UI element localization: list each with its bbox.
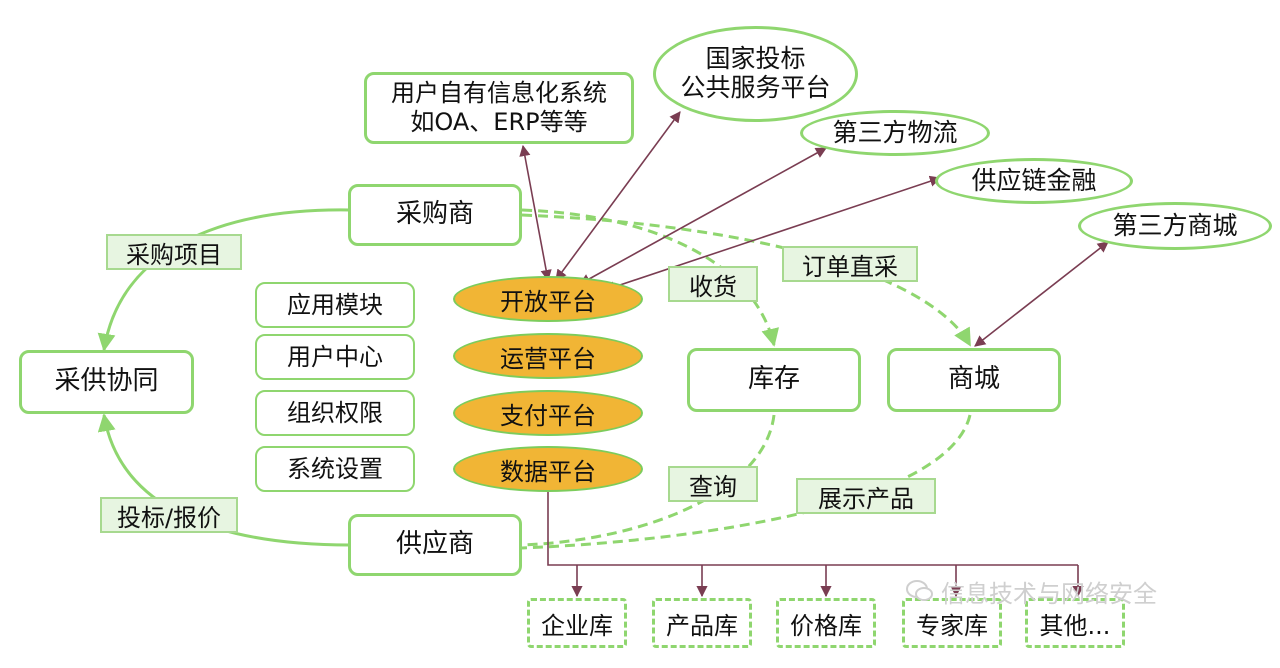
- supplier-label: 供应商: [395, 529, 474, 560]
- db-enterprise-label: 企业库: [541, 611, 613, 640]
- module-app-label: 应用模块: [287, 290, 383, 319]
- logistics-label: 第三方物流: [832, 117, 958, 147]
- db-enterprise: 企业库: [527, 598, 627, 648]
- module-org-perm: 组织权限: [255, 390, 415, 436]
- platform-open-label: 开放平台: [500, 287, 596, 316]
- platform-data: 数据平台: [453, 446, 643, 492]
- finance-label: 供应链金融: [971, 165, 1097, 195]
- db-price-label: 价格库: [790, 611, 862, 640]
- module-app: 应用模块: [255, 282, 415, 328]
- collaboration-box: 采供协同: [19, 350, 194, 414]
- logistics-ellipse: 第三方物流: [800, 110, 990, 156]
- order-direct-label: 订单直采: [782, 246, 918, 282]
- inventory-box: 库存: [687, 348, 861, 412]
- data-to-db-trunk: [547, 488, 1078, 566]
- query-text: 查询: [689, 472, 737, 501]
- mall-to-supplier-dash: [521, 414, 972, 550]
- purchase-project-label: 采购项目: [106, 234, 242, 270]
- third-mall-ellipse: 第三方商城: [1078, 202, 1272, 250]
- finance-ellipse: 供应链金融: [935, 158, 1133, 204]
- platform-open: 开放平台: [453, 276, 643, 322]
- db-expert-label: 专家库: [916, 611, 988, 640]
- buyer-label: 采购商: [395, 199, 474, 230]
- arrow-open-to-finance: [603, 175, 942, 293]
- show-products-text: 展示产品: [818, 484, 914, 513]
- purchase-project-text: 采购项目: [126, 240, 222, 269]
- platform-data-label: 数据平台: [500, 457, 596, 486]
- buyer-to-collab-arc: [97, 208, 351, 352]
- national-bid-line2: 公共服务平台: [680, 73, 831, 102]
- mall-label: 商城: [947, 364, 1000, 395]
- receive-text: 收货: [689, 272, 737, 301]
- db-product-label: 产品库: [666, 611, 738, 640]
- bid-quote-label: 投标/报价: [100, 497, 238, 533]
- inventory-label: 库存: [747, 364, 800, 395]
- db-other-label: 其他...: [1039, 611, 1111, 640]
- national-bid-ellipse: 国家投标 公共服务平台: [653, 26, 858, 122]
- buyer-box: 采购商: [348, 184, 522, 246]
- db-other: 其他...: [1025, 598, 1125, 648]
- db-price: 价格库: [776, 598, 876, 648]
- platform-ops: 运营平台: [453, 333, 643, 379]
- watermark-text: 信息技术与网络安全: [941, 579, 1157, 608]
- query-label: 查询: [668, 466, 758, 502]
- third-mall-label: 第三方商城: [1112, 210, 1238, 240]
- show-products-label: 展示产品: [796, 478, 936, 514]
- module-settings-label: 系统设置: [287, 454, 383, 483]
- db-expert: 专家库: [902, 598, 1002, 648]
- bid-quote-text: 投标/报价: [116, 503, 222, 532]
- platform-pay: 支付平台: [453, 390, 643, 436]
- arrow-mall-to-third-mall: [974, 241, 1109, 347]
- order-direct-text: 订单直采: [802, 252, 898, 281]
- module-settings: 系统设置: [255, 446, 415, 492]
- mall-box: 商城: [887, 348, 1061, 412]
- platform-pay-label: 支付平台: [500, 401, 596, 430]
- collaboration-label: 采供协同: [54, 366, 159, 397]
- supplier-box: 供应商: [348, 514, 522, 576]
- national-bid-line1: 国家投标: [705, 44, 806, 74]
- module-user-center: 用户中心: [255, 334, 415, 380]
- arrow-open-to-user-systems: [519, 144, 552, 282]
- module-user-center-label: 用户中心: [287, 342, 383, 371]
- user-systems-line2: 如OA、ERP等等: [410, 108, 588, 136]
- user-systems-line1: 用户自有信息化系统: [391, 79, 607, 108]
- watermark: 信息技术与网络安全: [905, 576, 1235, 608]
- user-systems-box: 用户自有信息化系统 如OA、ERP等等: [364, 72, 634, 144]
- db-product: 产品库: [652, 598, 752, 648]
- wechat-icon: [906, 580, 933, 601]
- module-org-perm-label: 组织权限: [287, 398, 383, 427]
- platform-ops-label: 运营平台: [500, 344, 596, 373]
- receive-label: 收货: [668, 266, 758, 302]
